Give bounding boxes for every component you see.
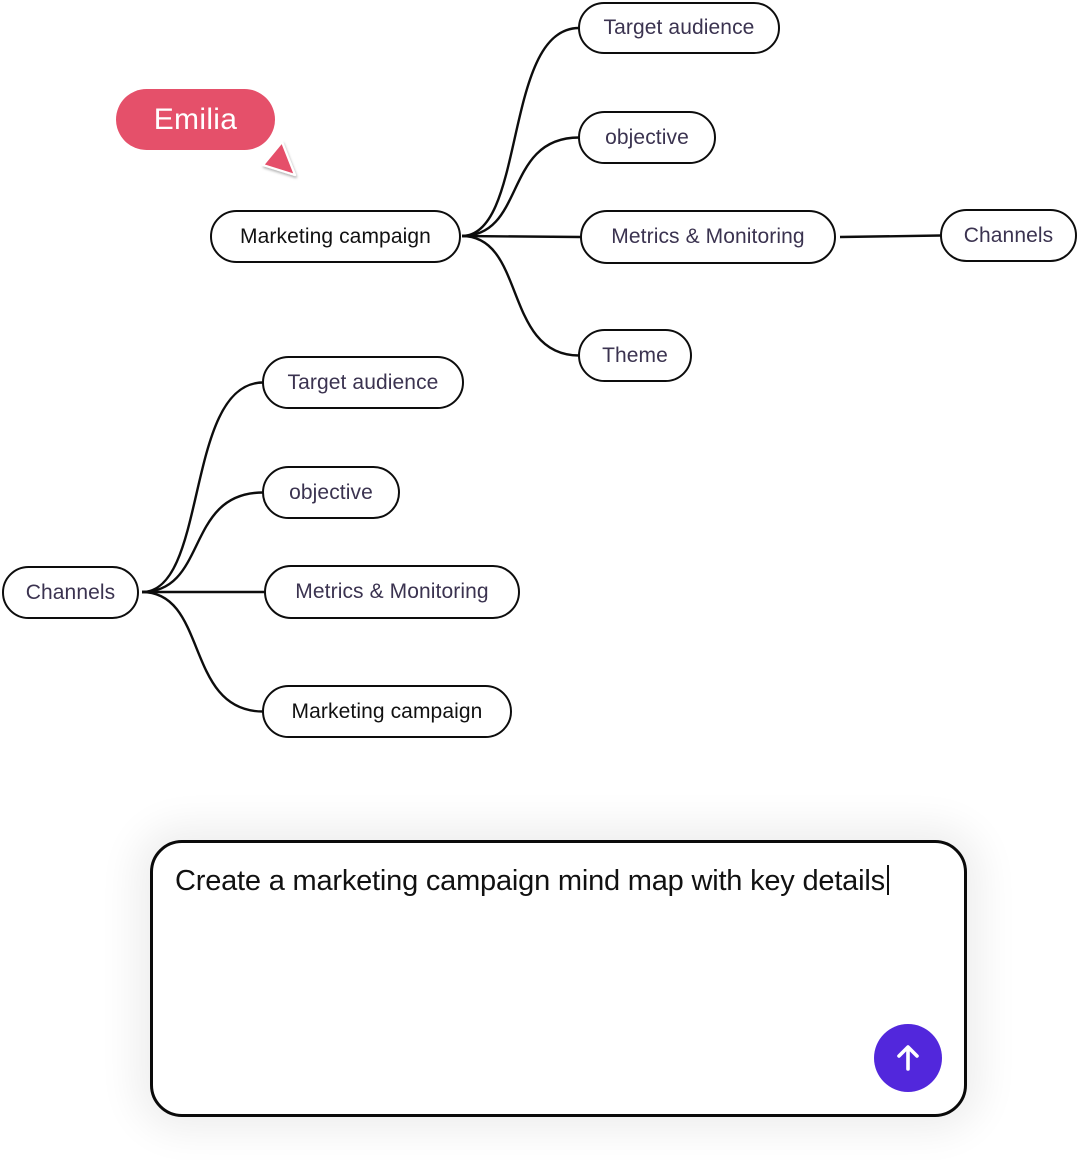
mindmap2-child-metrics-monitoring[interactable]: Metrics & Monitoring bbox=[264, 565, 520, 619]
text-caret bbox=[886, 865, 889, 895]
mindmap2-connector-1 bbox=[141, 491, 264, 594]
prompt-text[interactable]: Create a marketing campaign mind map wit… bbox=[175, 865, 885, 897]
mindmap1-connector-1 bbox=[461, 136, 580, 238]
mindmap1-child-target-audience[interactable]: Target audience bbox=[578, 2, 780, 54]
mindmap1-grandchild-connector-0 bbox=[839, 234, 942, 239]
mindmap2-child-objective[interactable]: objective bbox=[262, 466, 400, 519]
mindmap1-child-metrics-monitoring[interactable]: Metrics & Monitoring bbox=[580, 210, 836, 264]
mindmap1-root-node[interactable]: Marketing campaign bbox=[210, 210, 461, 263]
mindmap2-root-node[interactable]: Channels bbox=[2, 566, 139, 619]
mindmap1-connector-2 bbox=[461, 234, 582, 239]
mindmap1-connector-3 bbox=[461, 234, 580, 357]
mindmap1-child-theme[interactable]: Theme bbox=[578, 329, 692, 382]
collaborator-name-tag: Emilia bbox=[116, 89, 275, 150]
mindmap1-child-objective[interactable]: objective bbox=[578, 111, 716, 164]
mindmap1-connector-0 bbox=[461, 26, 580, 238]
collaborator-cursor-icon bbox=[261, 140, 297, 177]
prompt-text-wrapper[interactable]: Create a marketing campaign mind map wit… bbox=[175, 865, 950, 898]
mindmap2-connector-0 bbox=[141, 381, 264, 594]
send-button[interactable] bbox=[874, 1024, 942, 1092]
mindmap1-grandchild-channels[interactable]: Channels bbox=[940, 209, 1077, 262]
arrow-up-icon bbox=[897, 1045, 919, 1071]
mindmap2-connector-3 bbox=[141, 590, 264, 713]
mindmap2-child-marketing-campaign[interactable]: Marketing campaign bbox=[262, 685, 512, 738]
mindmap2-child-target-audience[interactable]: Target audience bbox=[262, 356, 464, 409]
prompt-input[interactable]: Create a marketing campaign mind map wit… bbox=[150, 840, 967, 1117]
